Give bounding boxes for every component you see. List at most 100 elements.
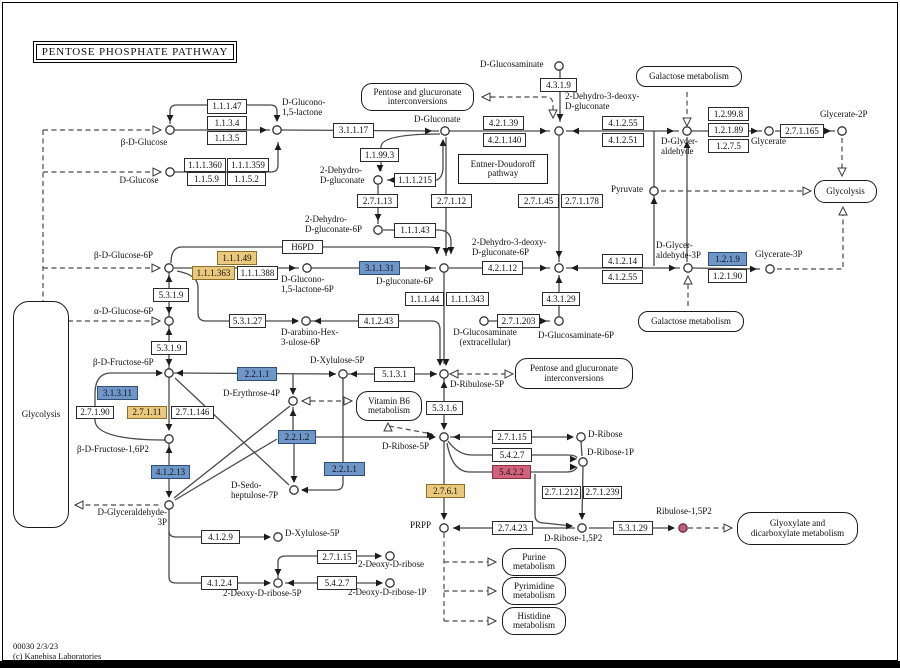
metabolite-label-4: 2-Dehydro-3-deoxy- D-gluconate xyxy=(565,91,640,111)
enzyme-box-2-7-1-13-12[interactable]: 2.7.1.13 xyxy=(357,194,398,208)
enzyme-box-5-3-1-27-39[interactable]: 5.3.1.27 xyxy=(229,314,266,328)
pathway-box-glyoxylate-and-8[interactable]: Glyoxylate and dicarboxylate metabolism xyxy=(737,512,858,545)
pathway-box-glycolysis-3[interactable]: Glycolysis xyxy=(814,180,877,203)
enzyme-box-1-1-1-388-26[interactable]: 1.1.1.388 xyxy=(237,266,278,280)
enzyme-box-2-7-6-1-55[interactable]: 2.7.6.1 xyxy=(426,484,465,498)
enzyme-box-4-1-2-55-34[interactable]: 4.1.2.55 xyxy=(602,270,643,284)
enzyme-box-4-1-2-14-33[interactable]: 4.1.2.14 xyxy=(602,254,643,268)
enzyme-box-2-2-1-1-50[interactable]: 2.2.1.1 xyxy=(324,462,365,476)
metabolite-label-33: 2-Deoxy-D-ribose-5P xyxy=(223,588,302,598)
enzyme-box-3-1-3-11-44[interactable]: 3.1.3.11 xyxy=(97,386,138,400)
enzyme-box-4-1-2-9-60[interactable]: 4.1.2.9 xyxy=(201,530,240,544)
metabolite-label-18: Glycerate-3P xyxy=(755,249,803,259)
enzyme-box-5-1-3-1-43[interactable]: 5.1.3.1 xyxy=(374,367,415,382)
metabolite-label-38: Ribulose-1,5P2 xyxy=(656,506,712,516)
enzyme-box-1-2-7-5-21[interactable]: 1.2.7.5 xyxy=(708,139,749,153)
enzyme-box-5-3-1-29-59[interactable]: 5.3.1.29 xyxy=(613,521,653,535)
enzyme-box-4-2-1-140-9[interactable]: 4.2.1.140 xyxy=(483,133,526,147)
enzyme-box-3-1-1-31-28[interactable]: 3.1.1.31 xyxy=(359,261,400,275)
metabolite-label-29: D-Ribose xyxy=(588,429,623,439)
metabolite-label-27: D-Sedo- heptulose-7P xyxy=(231,480,278,500)
enzyme-box-2-7-1-178-15[interactable]: 2.7.1.178 xyxy=(561,194,603,208)
enzyme-box-5-3-1-9-38[interactable]: 5.3.1.9 xyxy=(151,341,187,355)
enzyme-box-5-3-1-6-48[interactable]: 5.3.1.6 xyxy=(426,401,463,415)
enzyme-box-5-4-2-7-63[interactable]: 5.4.2.7 xyxy=(317,576,357,590)
metabolite-label-34: 2-Deoxy-D-ribose xyxy=(358,559,424,569)
enzyme-box-1-1-99-3-10[interactable]: 1.1.99.3 xyxy=(360,148,399,162)
enzyme-box-5-3-1-9-37[interactable]: 5.3.1.9 xyxy=(153,288,189,302)
enzyme-box-2-7-1-212-56[interactable]: 2.7.1.212 xyxy=(542,486,581,499)
map-number: 00030 2/3/23 xyxy=(13,641,59,651)
pathway-box-pentose-and-glucuronate-0[interactable]: Pentose and glucuronate interconversions xyxy=(361,83,474,111)
enzyme-box-2-7-1-15-52[interactable]: 2.7.1.15 xyxy=(492,430,532,444)
enzyme-box-1-1-1-43-27[interactable]: 1.1.1.43 xyxy=(394,223,436,238)
enzyme-box-1-1-1-49-24[interactable]: 1.1.1.49 xyxy=(217,251,257,265)
metabolite-label-21: D-Glucosaminate-6P xyxy=(538,330,614,340)
metabolite-label-10: Pyruvate xyxy=(611,184,643,194)
enzyme-box-4-1-2-51-18[interactable]: 4.1.2.51 xyxy=(602,133,644,147)
enzyme-box-1-1-5-2-6[interactable]: 1.1.5.2 xyxy=(227,172,266,186)
metabolite-label-15: D-gluconate-6P xyxy=(376,276,433,286)
pathway-box-galactose-metabolism-4[interactable]: Galactose metabolism xyxy=(638,311,744,332)
metabolite-label-17: D-Glycer- aldehyde-3P xyxy=(656,240,701,260)
enzyme-box-4-1-2-55-17[interactable]: 4.1.2.55 xyxy=(602,116,644,130)
metabolite-label-25: D-Erythrose-4P xyxy=(223,388,280,398)
pathway-box-glycolysis-7[interactable]: Glycolysis xyxy=(13,301,69,528)
metabolite-label-37: D-Ribose-1,5P2 xyxy=(544,533,603,543)
page-title: PENTOSE PHOSPHATE PATHWAY xyxy=(36,44,234,60)
enzyme-box-2-7-1-15-61[interactable]: 2.7.1.15 xyxy=(317,550,357,564)
enzyme-box-2-2-1-2-49[interactable]: 2.2.1.2 xyxy=(278,430,316,444)
enzyme-box-1-1-5-9-5[interactable]: 1.1.5.9 xyxy=(187,172,226,186)
enzyme-box-2-7-1-146-47[interactable]: 2.7.1.146 xyxy=(171,406,214,419)
enzyme-box-1-1-3-5-2[interactable]: 1.1.3.5 xyxy=(207,131,247,145)
metabolite-label-20: D-Glucosaminate (extracellular) xyxy=(453,327,517,347)
enzyme-box-1-1-1-360-3[interactable]: 1.1.1.360 xyxy=(184,158,226,172)
enzyme-box-5-4-2-2-54[interactable]: 5.4.2.2 xyxy=(492,465,531,479)
metabolite-label-7: D-Glycer- aldehyde xyxy=(661,136,698,156)
enzyme-box-4-3-1-29-32[interactable]: 4.3.1.29 xyxy=(542,292,580,306)
pathway-box-pyrimidine-10[interactable]: Pyrimidine metabolism xyxy=(502,577,566,605)
enzyme-box-4-2-1-12-29[interactable]: 4.2.1.12 xyxy=(482,261,523,275)
enzyme-box-2-7-1-90-45[interactable]: 2.7.1.90 xyxy=(76,406,114,419)
enzyme-box-4-1-2-13-51[interactable]: 4.1.2.13 xyxy=(151,465,190,479)
enzyme-box-2-7-1-239-57[interactable]: 2.7.1.239 xyxy=(583,486,622,499)
metabolite-label-28: D-Ribose-5P xyxy=(382,441,429,451)
enzyme-box-1-1-1-359-4[interactable]: 1.1.1.359 xyxy=(227,158,269,172)
metabolite-label-16: 2-Dehydro-3-deoxy- D-gluconate-6P xyxy=(472,237,547,257)
pathway-box-purine-9[interactable]: Purine metabolism xyxy=(502,548,566,576)
enzyme-box-2-7-4-23-58[interactable]: 2.7.4.23 xyxy=(492,521,533,535)
pathway-box-vitamin-b6-6[interactable]: Vitamin B6 metabolism xyxy=(356,391,422,421)
enzyme-box-1-1-1-343-31[interactable]: 1.1.1.343 xyxy=(446,292,489,306)
enzyme-box-1-1-1-363-25[interactable]: 1.1.1.363 xyxy=(192,266,235,280)
enzyme-box-4-2-1-39-8[interactable]: 4.2.1.39 xyxy=(483,116,524,130)
enzyme-box-2-7-1-203-41[interactable]: 2.7.1.203 xyxy=(497,314,540,328)
metabolite-label-8: Glycerate xyxy=(751,136,786,146)
enzyme-box-H6PD-23[interactable]: H6PD xyxy=(282,240,323,254)
enzyme-box-2-2-1-1-42[interactable]: 2.2.1.1 xyxy=(237,367,277,381)
enzyme-box-1-2-1-9-35[interactable]: 1.2.1.9 xyxy=(708,252,747,266)
enzyme-box-1-2-99-8-19[interactable]: 1.2.99.8 xyxy=(708,107,749,121)
enzyme-box-2-7-1-12-13[interactable]: 2.7.1.12 xyxy=(431,194,472,208)
pathway-box-galactose-metabolism-2[interactable]: Galactose metabolism xyxy=(636,66,742,87)
pathway-box-histidine-11[interactable]: Histidine metabolism xyxy=(502,607,566,635)
enzyme-box-1-2-1-89-20[interactable]: 1.2.1.89 xyxy=(708,123,749,137)
enzyme-box-4-1-2-43-40[interactable]: 4.1.2.43 xyxy=(358,314,399,328)
enzyme-box-3-1-1-17-7[interactable]: 3.1.1.17 xyxy=(333,123,374,138)
enzyme-box-1-1-1-47-0[interactable]: 1.1.1.47 xyxy=(207,99,247,114)
metabolite-label-36: PRPP xyxy=(410,520,432,530)
enzyme-box-2-7-1-11-46[interactable]: 2.7.1.11 xyxy=(127,406,167,419)
metabolite-label-22: β-D-Fructose-6P xyxy=(93,357,154,367)
enzyme-box-2-7-1-45-14[interactable]: 2.7.1.45 xyxy=(518,194,559,208)
enzyme-box-1-1-3-4-1[interactable]: 1.1.3.4 xyxy=(207,116,247,130)
enzyme-box-4-3-1-9-16[interactable]: 4.3.1.9 xyxy=(540,78,577,92)
enzyme-box-2-7-1-165-22[interactable]: 2.7.1.165 xyxy=(780,124,824,138)
enzyme-box-4-1-2-4-62[interactable]: 4.1.2.4 xyxy=(201,576,238,590)
enzyme-box-1-2-1-90-36[interactable]: 1.2.1.90 xyxy=(708,269,747,283)
metabolite-label-3: D-Glucosaminate xyxy=(480,59,544,69)
pathway-box-entner-doudoroff-1[interactable]: Entner-Doudoroff pathway xyxy=(458,154,548,184)
enzyme-box-5-4-2-7-53[interactable]: 5.4.2.7 xyxy=(492,448,532,462)
enzyme-box-1-1-1-215-11[interactable]: 1.1.1.215 xyxy=(394,173,436,187)
pathway-box-pentose-and-glucuronate-5[interactable]: Pentose and glucuronate interconversions xyxy=(515,358,633,389)
enzyme-box-1-1-1-44-30[interactable]: 1.1.1.44 xyxy=(405,292,444,306)
metabolite-label-32: D-Xylulose-5P xyxy=(285,528,340,538)
